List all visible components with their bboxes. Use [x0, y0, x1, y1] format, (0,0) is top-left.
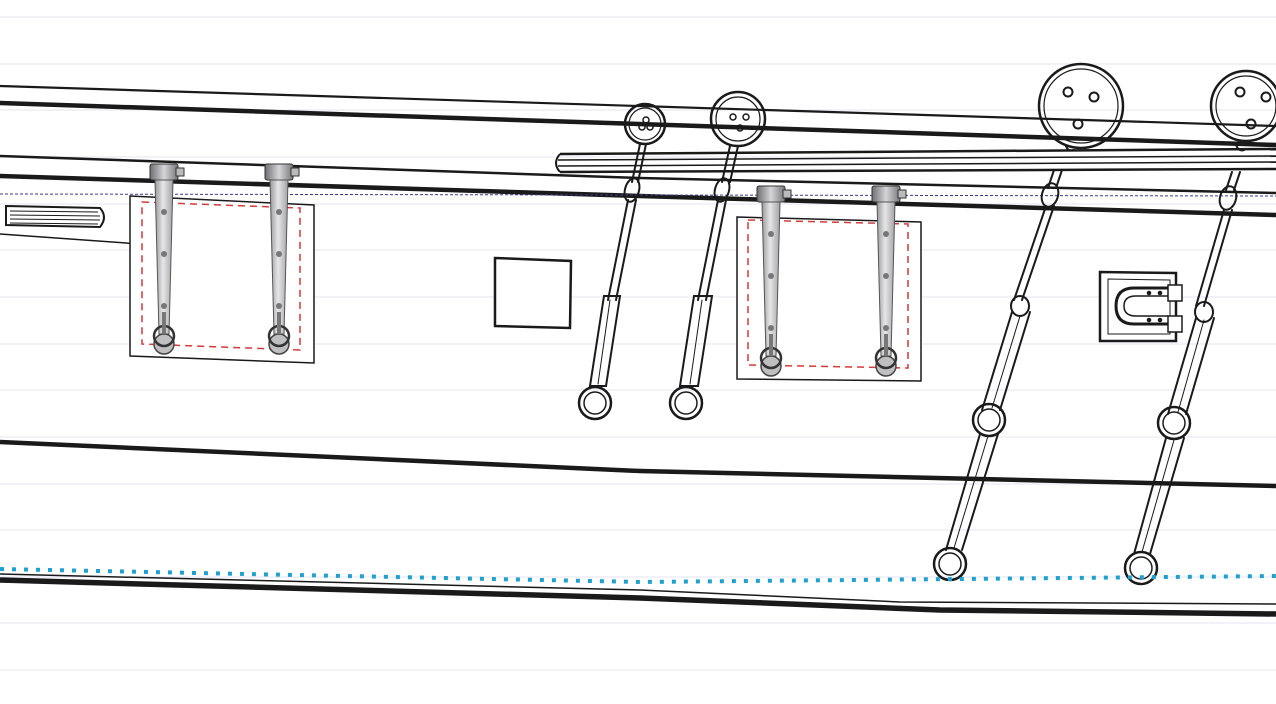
vent-icon — [0, 204, 141, 245]
square-cutout — [493, 256, 573, 330]
reference-line — [0, 193, 1276, 197]
chainplate-icon — [577, 102, 667, 421]
chine-line — [0, 439, 1276, 489]
chainplate-icon — [932, 62, 1125, 582]
toe-rail — [555, 147, 1276, 174]
horseshoe-bracket-icon — [1098, 270, 1183, 343]
hull-bottom — [0, 573, 1276, 617]
waterline — [0, 567, 1276, 585]
hatch-panel-left — [129, 162, 315, 364]
hatch-panel-middle — [736, 184, 922, 382]
chainplate-icon — [668, 90, 767, 421]
chainplate-icon — [1123, 69, 1276, 586]
